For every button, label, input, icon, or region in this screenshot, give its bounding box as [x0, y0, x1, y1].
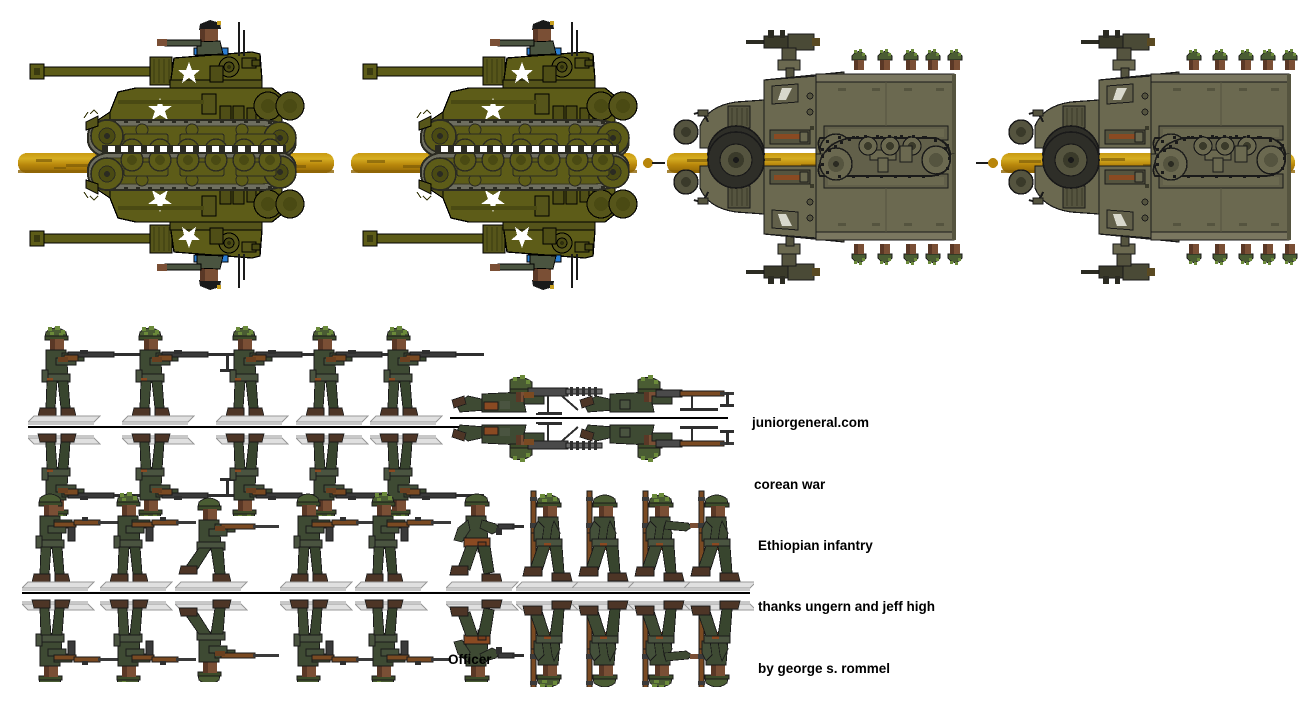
base-plate-top: [216, 415, 289, 426]
mirror-line: [175, 592, 287, 594]
figure-upright: [449, 493, 525, 583]
base-plate-top: [122, 415, 195, 426]
marching-soldier-1[interactable]: [516, 487, 586, 687]
mirror-line: [370, 426, 482, 428]
marching-soldier-4[interactable]: [684, 487, 754, 687]
smg-gunner-1[interactable]: [22, 492, 132, 682]
figure-reflection: [178, 599, 280, 682]
sherman-tank-1-reflection: [29, 144, 305, 291]
mirror-line: [216, 426, 328, 428]
mirror-line: [296, 426, 408, 428]
mirror-line: [280, 592, 380, 594]
halftrack-1[interactable]: [664, 30, 964, 292]
marching-soldier-3[interactable]: [628, 487, 708, 687]
mirror-line: [572, 592, 638, 594]
credit-line-thanks: thanks ungern and jeff high: [758, 599, 936, 615]
sprite-sheet-canvas: Officer juniorgeneral.com corean war Eth…: [14, 10, 1299, 687]
sherman-tank-1[interactable]: [14, 10, 346, 310]
halftrack-1-reflection: [673, 131, 963, 285]
credit-line-subject: Ethiopian infantry: [758, 538, 873, 553]
credit-line-author: by george s. rommel: [758, 660, 891, 676]
figure-upright: [178, 497, 280, 583]
base-plate-top: [684, 581, 754, 592]
mirror-line: [628, 592, 694, 594]
mirror-line: [28, 426, 140, 428]
figure-reflection: [449, 599, 525, 682]
rifleman-standing-4[interactable]: [296, 326, 416, 516]
credit-line-site: juniorgeneral.com: [752, 415, 870, 431]
mirror-line: [22, 592, 122, 594]
officer-running[interactable]: [446, 492, 536, 682]
mirror-line: [516, 592, 582, 594]
ground-bar-connector-dot: [643, 157, 665, 169]
mirror-line: [684, 592, 750, 594]
base-plate-top: [22, 581, 95, 592]
halftrack-2[interactable]: [999, 30, 1299, 292]
mirror-line: [100, 592, 200, 594]
rifleman-standing-7[interactable]: [355, 492, 465, 682]
rifleman-standing-3[interactable]: [216, 326, 336, 516]
figure-upright: [365, 492, 451, 582]
base-plate-top: [446, 581, 519, 592]
rifleman-standing-5[interactable]: [370, 326, 490, 516]
smg-gunner-2[interactable]: [100, 492, 210, 682]
base-plate-top: [296, 415, 369, 426]
ground-bar-connector-dot-2: [976, 157, 998, 169]
rifleman-standing-2[interactable]: [122, 326, 242, 516]
sherman-tank-2[interactable]: [347, 10, 679, 310]
figure-reflection: [578, 423, 736, 464]
officer-label: Officer: [448, 652, 492, 667]
mirror-line: [446, 592, 518, 594]
base-plate-top: [28, 415, 101, 426]
base-plate-top: [100, 581, 173, 592]
figure-reflection: [365, 600, 451, 682]
figure-reflection: [578, 600, 629, 687]
figure-upright: [523, 491, 572, 581]
rifleman-standing-6[interactable]: [280, 492, 390, 682]
sherman-tank-2-reflection: [362, 144, 638, 291]
figure-upright: [578, 373, 736, 414]
mirror-line: [578, 417, 728, 419]
sherman-tank-1-upright: [29, 19, 305, 166]
machinegunner-prone-1[interactable]: [450, 370, 615, 480]
credit-line-war: corean war: [754, 476, 826, 492]
marching-soldier-2[interactable]: [572, 487, 642, 687]
base-plate-top: [280, 581, 353, 592]
halftrack-2-reflection: [1008, 131, 1298, 285]
figure-upright: [578, 490, 629, 582]
figure-reflection: [690, 600, 741, 687]
machinegunner-prone-2[interactable]: [578, 370, 743, 480]
base-plate-top: [355, 581, 428, 592]
figure-upright: [690, 490, 741, 582]
credits-block: juniorgeneral.com corean war Ethiopian i…: [752, 371, 935, 721]
sherman-tank-2-upright: [362, 19, 638, 166]
base-plate-top: [370, 415, 443, 426]
rifleman-standing-1[interactable]: [28, 326, 148, 516]
mirror-line: [450, 417, 612, 419]
base-plate-top: [175, 581, 248, 592]
mirror-line: [355, 592, 455, 594]
rifleman-kneeling[interactable]: [175, 492, 295, 682]
mirror-line: [122, 426, 234, 428]
figure-reflection: [523, 601, 572, 687]
